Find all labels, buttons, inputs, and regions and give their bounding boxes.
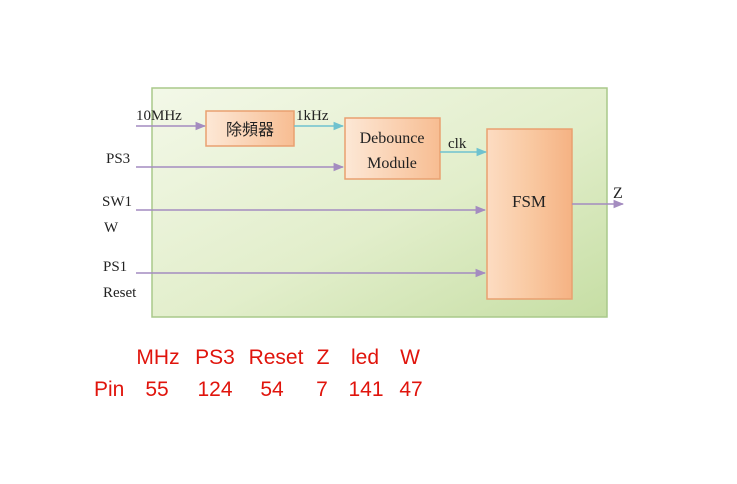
debounce-label-line1: Debounce <box>360 130 425 147</box>
pin-row-label: Pin <box>94 378 124 401</box>
pin-value-ps3: 124 <box>197 378 232 401</box>
sw1-label: SW1 <box>102 194 132 210</box>
debounce-label-line2: Module <box>367 155 417 172</box>
pin-header-ps3: PS3 <box>195 346 235 369</box>
fsm-block <box>486 128 573 300</box>
debounce-block <box>344 117 441 180</box>
pin-header-mhz: MHz <box>136 346 179 369</box>
ps1-label: PS1 <box>103 259 127 275</box>
pin-header-reset: Reset <box>249 346 304 369</box>
divider-label: 除頻器 <box>226 121 274 139</box>
divided-clock-label: 1kHz <box>296 108 329 124</box>
pin-value-led: 141 <box>348 378 383 401</box>
clk-label: clk <box>448 136 467 152</box>
z-output-label: Z <box>613 185 623 202</box>
ps3-label: PS3 <box>106 151 130 167</box>
divider-block <box>205 110 295 147</box>
pin-header-w: W <box>400 346 420 369</box>
pin-header-led: led <box>351 346 379 369</box>
reset-label: Reset <box>103 285 137 301</box>
pin-value-mhz: 55 <box>145 378 168 401</box>
fsm-label: FSM <box>512 192 546 211</box>
w-label: W <box>104 220 119 236</box>
pin-value-z: 7 <box>316 378 328 401</box>
pin-value-reset: 54 <box>260 378 284 401</box>
clock-input-label: 10MHz <box>136 108 182 124</box>
pin-header-z: Z <box>317 346 330 369</box>
pin-value-w: 47 <box>399 378 422 401</box>
